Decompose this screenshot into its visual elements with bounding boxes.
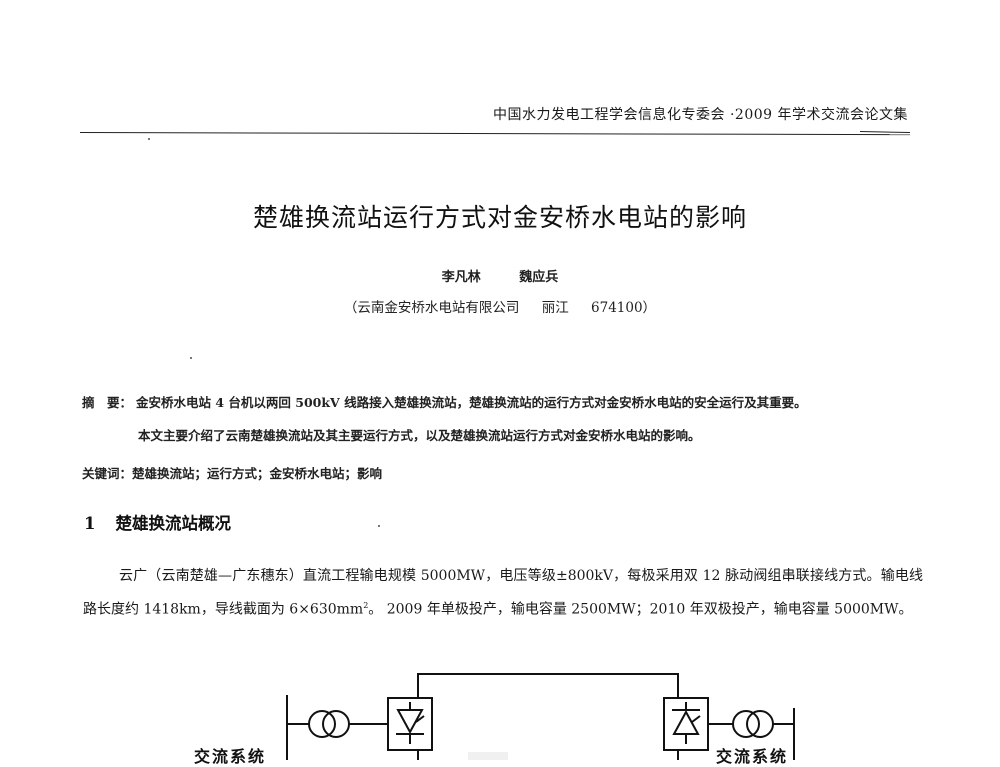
affiliation-postcode: 674100） (591, 300, 657, 316)
keywords-label: 关键词： (82, 466, 133, 481)
abstract-label: 摘 要： (82, 395, 133, 410)
header-rule-tail (859, 131, 910, 134)
section-title: 楚雄换流站概况 (115, 514, 231, 533)
keywords: 关键词：楚雄换流站；运行方式；金安桥水电站；影响 (82, 463, 382, 482)
left-ac-system-label: 交流系统 (194, 747, 267, 766)
body-text: 云广（云南楚雄—广东穗东）直流工程输电规模 5000MW，电压等级±800kV，… (83, 562, 923, 625)
abstract-line-2: 本文主要介绍了云南楚雄换流站及其主要运行方式，以及楚雄换流站运行方式对金安桥水电… (138, 428, 701, 443)
right-ac-system-label: 交流系统 (716, 747, 789, 766)
body-paragraph: 云广（云南楚雄—广东穗东）直流工程输电规模 5000MW，电压等级±800kV，… (83, 562, 923, 625)
section-number: 1 (84, 514, 96, 533)
running-header: 中国水力发电工程学会信息化专委会 ·2009 年学术交流会论文集 (493, 107, 908, 123)
scan-speck (190, 357, 192, 359)
body-paragraph-main: 云广（云南楚雄—广东穗东）直流工程输电规模 5000MW，电压等级±800kV，… (83, 568, 923, 618)
hvdc-diagram (180, 660, 820, 760)
scan-speck (378, 525, 380, 527)
author-1: 李凡林 (441, 270, 481, 285)
authors: 李凡林 魏应兵 (0, 266, 1000, 285)
inverter-diode-icon (672, 702, 701, 744)
scan-speck (148, 138, 150, 140)
superscript: 2 (363, 601, 369, 610)
section-heading: 1 楚雄换流站概况 (84, 510, 231, 534)
affiliation-org: （云南金安桥水电站有限公司 (343, 300, 520, 316)
body-paragraph-end: 。 2009 年单极投产，输电容量 2500MW；2010 年双极投产，输电容量… (368, 601, 913, 618)
rectifier-box (387, 697, 433, 751)
left-transformer-icon (308, 710, 336, 738)
right-transformer-icon (732, 710, 760, 738)
hvdc-diagram-svg (286, 673, 795, 760)
dc-line (417, 673, 679, 698)
affiliation-city: 丽江 (541, 300, 569, 316)
affiliation: （云南金安桥水电站有限公司 丽江 674100） (0, 296, 1000, 316)
header-rule (79, 132, 910, 136)
rectifier-diode-icon (396, 702, 425, 744)
abstract-line-1: 金安桥水电站 4 台机以两回 500kV 线路接入楚雄换流站，楚雄换流站的运行方… (136, 395, 807, 410)
abstract: 摘 要：金安桥水电站 4 台机以两回 500kV 线路接入楚雄换流站，楚雄换流站… (82, 386, 922, 452)
paper-title: 楚雄换流站运行方式对金安桥水电站的影响 (252, 203, 747, 232)
author-2: 魏应兵 (519, 270, 559, 285)
scan-artifact (468, 752, 508, 760)
keywords-text: 楚雄换流站；运行方式；金安桥水电站；影响 (132, 466, 383, 481)
